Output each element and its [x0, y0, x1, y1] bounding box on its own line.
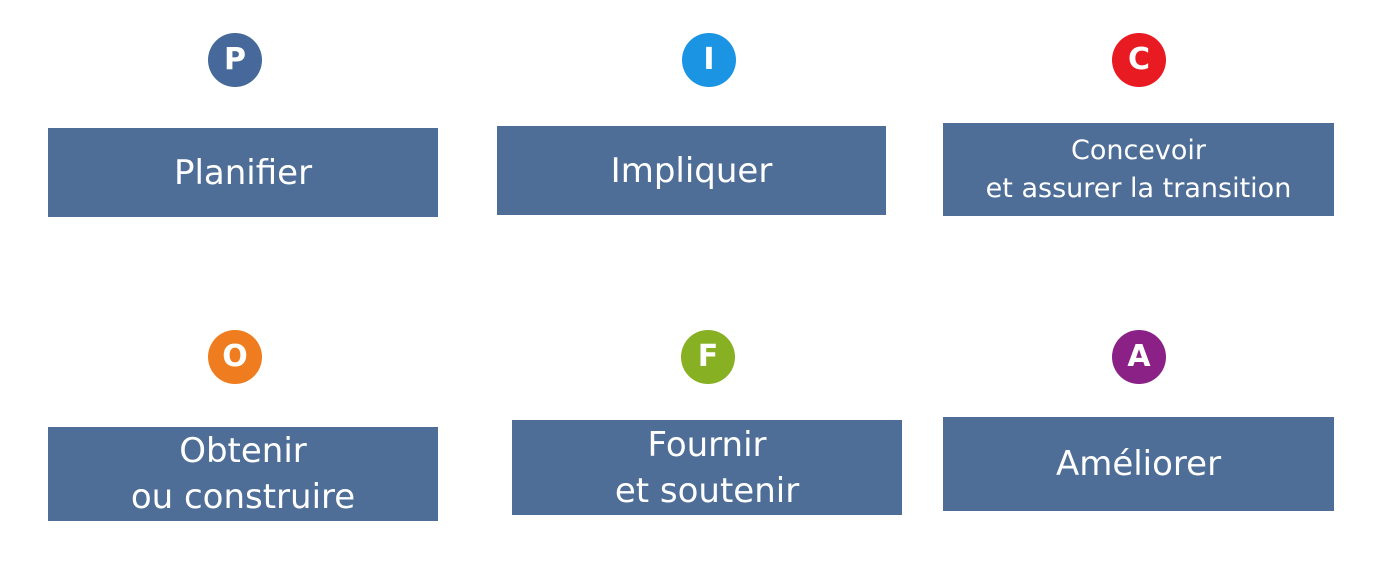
step-label-line-1: Obtenir [179, 431, 307, 471]
step-label-line-2: ou construire [130, 477, 356, 517]
step-box-concevoir: Concevoir et assurer la transition [943, 123, 1334, 216]
step-label-line-2: et soutenir [614, 470, 800, 511]
step-label: Améliorer [1055, 444, 1222, 484]
step-label-line-1: Fournir [647, 424, 767, 465]
badge-o: O [208, 330, 262, 384]
step-label-line-2: et assurer la transition [985, 172, 1292, 204]
badge-c: C [1112, 33, 1166, 87]
badge-a: A [1112, 330, 1166, 384]
step-label: Planifier [173, 152, 313, 193]
step-box-ameliorer: Améliorer [943, 417, 1334, 511]
step-box-impliquer: Impliquer [497, 126, 886, 215]
badge-p: P [208, 33, 262, 87]
badge-i: I [682, 33, 736, 87]
step-label-line-1: Concevoir [1070, 134, 1207, 166]
step-label: Impliquer [610, 150, 773, 191]
step-box-obtenir: Obtenir ou construire [48, 427, 438, 521]
step-box-fournir: Fournir et soutenir [512, 420, 902, 515]
badge-f: F [681, 330, 735, 384]
step-box-planifier: Planifier [48, 128, 438, 217]
